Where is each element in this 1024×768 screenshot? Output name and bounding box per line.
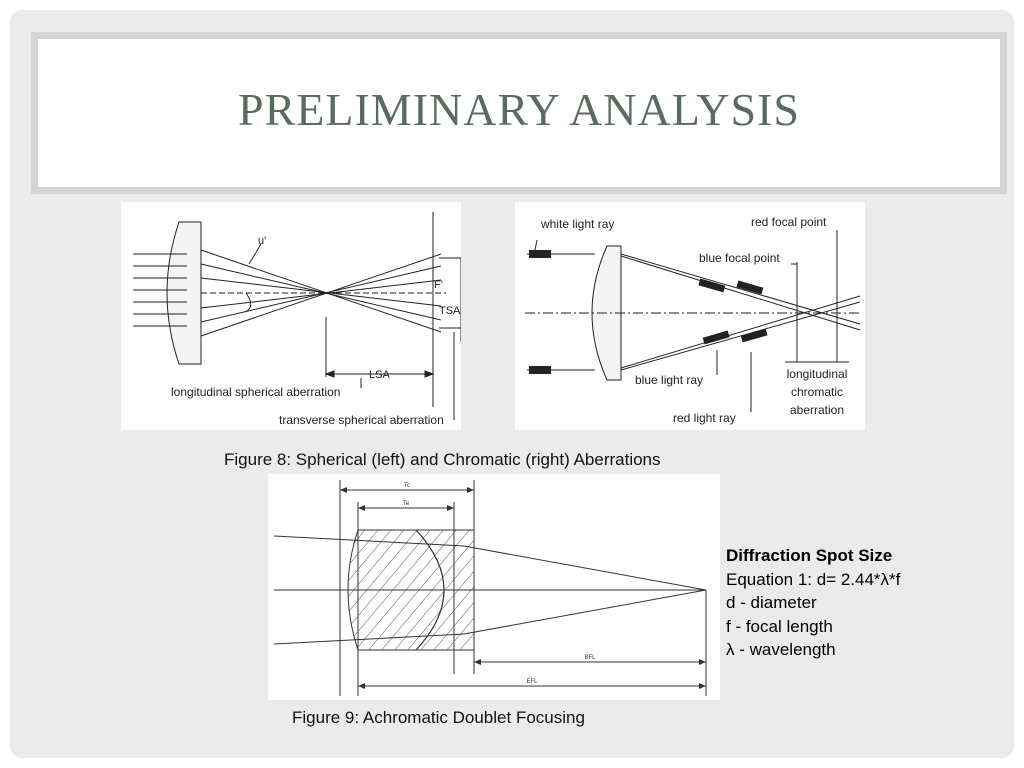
tc-label: Tc — [404, 483, 410, 489]
plano-convex-lens — [166, 221, 202, 365]
chromatic-aberration-diagram: white light ray red focal point blue foc… — [515, 202, 865, 430]
notes-line-focal-length: f - focal length — [726, 616, 833, 636]
red-ray-label: red light ray — [673, 411, 736, 425]
slide-title: PRELIMINARY ANALYSIS — [238, 84, 800, 135]
spherical-aberration-svg: u' F' TSA LSA longitudinal spherical abe… — [133, 212, 462, 427]
figure-9-caption: Figure 9: Achromatic Doublet Focusing — [292, 708, 585, 727]
lsa-label: LSA — [369, 369, 390, 381]
lca-label-line2: chromatic — [791, 385, 843, 399]
slide: PRELIMINARY ANALYSIS — [10, 10, 1014, 758]
focal-point-label: F' — [434, 279, 443, 291]
bfl-label: BFL — [584, 655, 596, 661]
figure-8-caption: Figure 8: Spherical (left) and Chromatic… — [224, 450, 661, 469]
spherical-aberration-diagram: u' F' TSA LSA longitudinal spherical abe… — [121, 202, 462, 430]
u-prime-label: u' — [258, 235, 266, 247]
notes-heading: Diffraction Spot Size — [726, 546, 893, 565]
tsa-label: TSA — [439, 305, 461, 317]
lca-label-line1: longitudinal — [787, 367, 848, 381]
notes-line-diameter: d - diameter — [726, 593, 817, 612]
white-ray-label: white light ray — [540, 217, 614, 231]
transverse-aberration-label: transverse spherical aberration — [279, 413, 444, 427]
chromatic-aberration-svg: white light ray red focal point blue foc… — [525, 215, 861, 425]
title-box: PRELIMINARY ANALYSIS — [31, 32, 1007, 194]
longitudinal-aberration-label: longitudinal spherical aberration — [171, 385, 340, 399]
notes-line-equation: Equation 1: d= 2.44*λ*f — [726, 569, 901, 589]
achromatic-doublet-diagram: Tc Te BFL EFL — [268, 474, 720, 700]
diffraction-notes: Diffraction Spot Size Equation 1: d= 2.4… — [726, 544, 900, 662]
te-label: Te — [403, 501, 410, 507]
achromatic-doublet-svg: Tc Te BFL EFL — [273, 480, 707, 696]
red-focal-label: red focal point — [751, 215, 827, 229]
efl-label: EFL — [526, 679, 538, 685]
blue-focal-label: blue focal point — [699, 251, 780, 265]
notes-line-wavelength: λ - wavelength — [726, 640, 836, 659]
lca-label-line3: aberration — [790, 403, 844, 417]
blue-ray-label: blue light ray — [635, 373, 703, 387]
